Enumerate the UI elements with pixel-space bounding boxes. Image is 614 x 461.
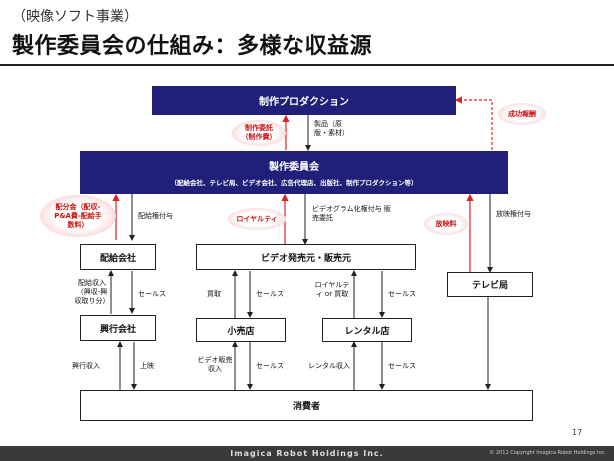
footer-bar	[0, 446, 614, 461]
production-box: 制作プロダクション	[152, 86, 456, 115]
broadcast-rights-text: 放映権付与	[496, 210, 531, 218]
success-reward-label: 成功報酬	[498, 103, 546, 125]
sales-3-text: セールス	[256, 362, 284, 370]
page-number: 17	[572, 428, 583, 437]
retailer-label: 小売店	[227, 326, 255, 337]
production-fee-label: 制作委託（制作費）	[232, 120, 286, 146]
distributor-box: 配給会社	[80, 244, 156, 270]
sales-4-text: セールス	[388, 362, 416, 370]
distribution-share-label: 配分金（配収-P&A費-配給手数料）	[40, 195, 116, 237]
rental-income-text: レンタル収入	[308, 362, 350, 370]
sales-1-text: セールス	[256, 290, 284, 298]
screening-text: 上映	[140, 362, 154, 370]
footer-brand: Imagica Robot Holdings Inc.	[230, 449, 384, 458]
theater-label: 興行会社	[99, 324, 136, 335]
videogram-rights-text: ビデオグラム化権付与 販売委託	[312, 205, 391, 222]
video-vendor-label: ビデオ発売元・販売元	[260, 253, 351, 264]
committee-title: 製作委員会	[269, 162, 319, 173]
tv-station-box: テレビ局	[447, 272, 533, 297]
broadcast-fee-label: 放映料	[424, 213, 468, 235]
distribution-income-text: 配給収入（興収-興収取り分）	[74, 279, 110, 305]
tv-station-label: テレビ局	[471, 281, 508, 291]
committee-members: （配給会社、テレビ局、ビデオ会社、広告代理店、出版社、制作プロダクション等）	[170, 179, 418, 187]
royalty-label: ロイヤルティ	[228, 208, 286, 230]
footer-copyright: © 2011 Copyright Imagica Robot Holdings …	[489, 450, 606, 456]
royalty-or-purchase-text: ロイヤルティ or 買取	[314, 281, 350, 298]
committee-box: 製作委員会 （配給会社、テレビ局、ビデオ会社、広告代理店、出版社、制作プロダクシ…	[80, 151, 508, 194]
consumer-label: 消費者	[292, 402, 320, 412]
distributor-label: 配給会社	[99, 253, 136, 264]
rental-label: レンタル店	[344, 326, 390, 337]
theater-box: 興行会社	[80, 315, 156, 341]
video-sales-income-text: ビデオ販売収入	[197, 356, 233, 373]
retailer-box: 小売店	[196, 318, 286, 342]
arrow-success-reward	[454, 96, 493, 150]
box-office-income-text: 興行収入	[72, 362, 100, 370]
rental-box: レンタル店	[322, 318, 412, 342]
section-subtitle: （映像ソフト事業）	[12, 9, 138, 25]
sales-theater-text: セールス	[138, 290, 166, 298]
distribution-rights-text: 配給権付与	[138, 212, 173, 220]
title-divider	[0, 64, 614, 66]
production-label: 制作プロダクション	[259, 97, 349, 108]
page-title: 製作委員会の仕組み：多様な収益源	[12, 34, 373, 59]
sales-2-text: セールス	[388, 290, 416, 298]
video-vendor-box: ビデオ発売元・販売元	[196, 244, 416, 270]
purchase-1-text: 買取	[207, 290, 221, 298]
consumer-box: 消費者	[80, 390, 533, 421]
product-text: 製品（原版・素材）	[314, 120, 349, 137]
